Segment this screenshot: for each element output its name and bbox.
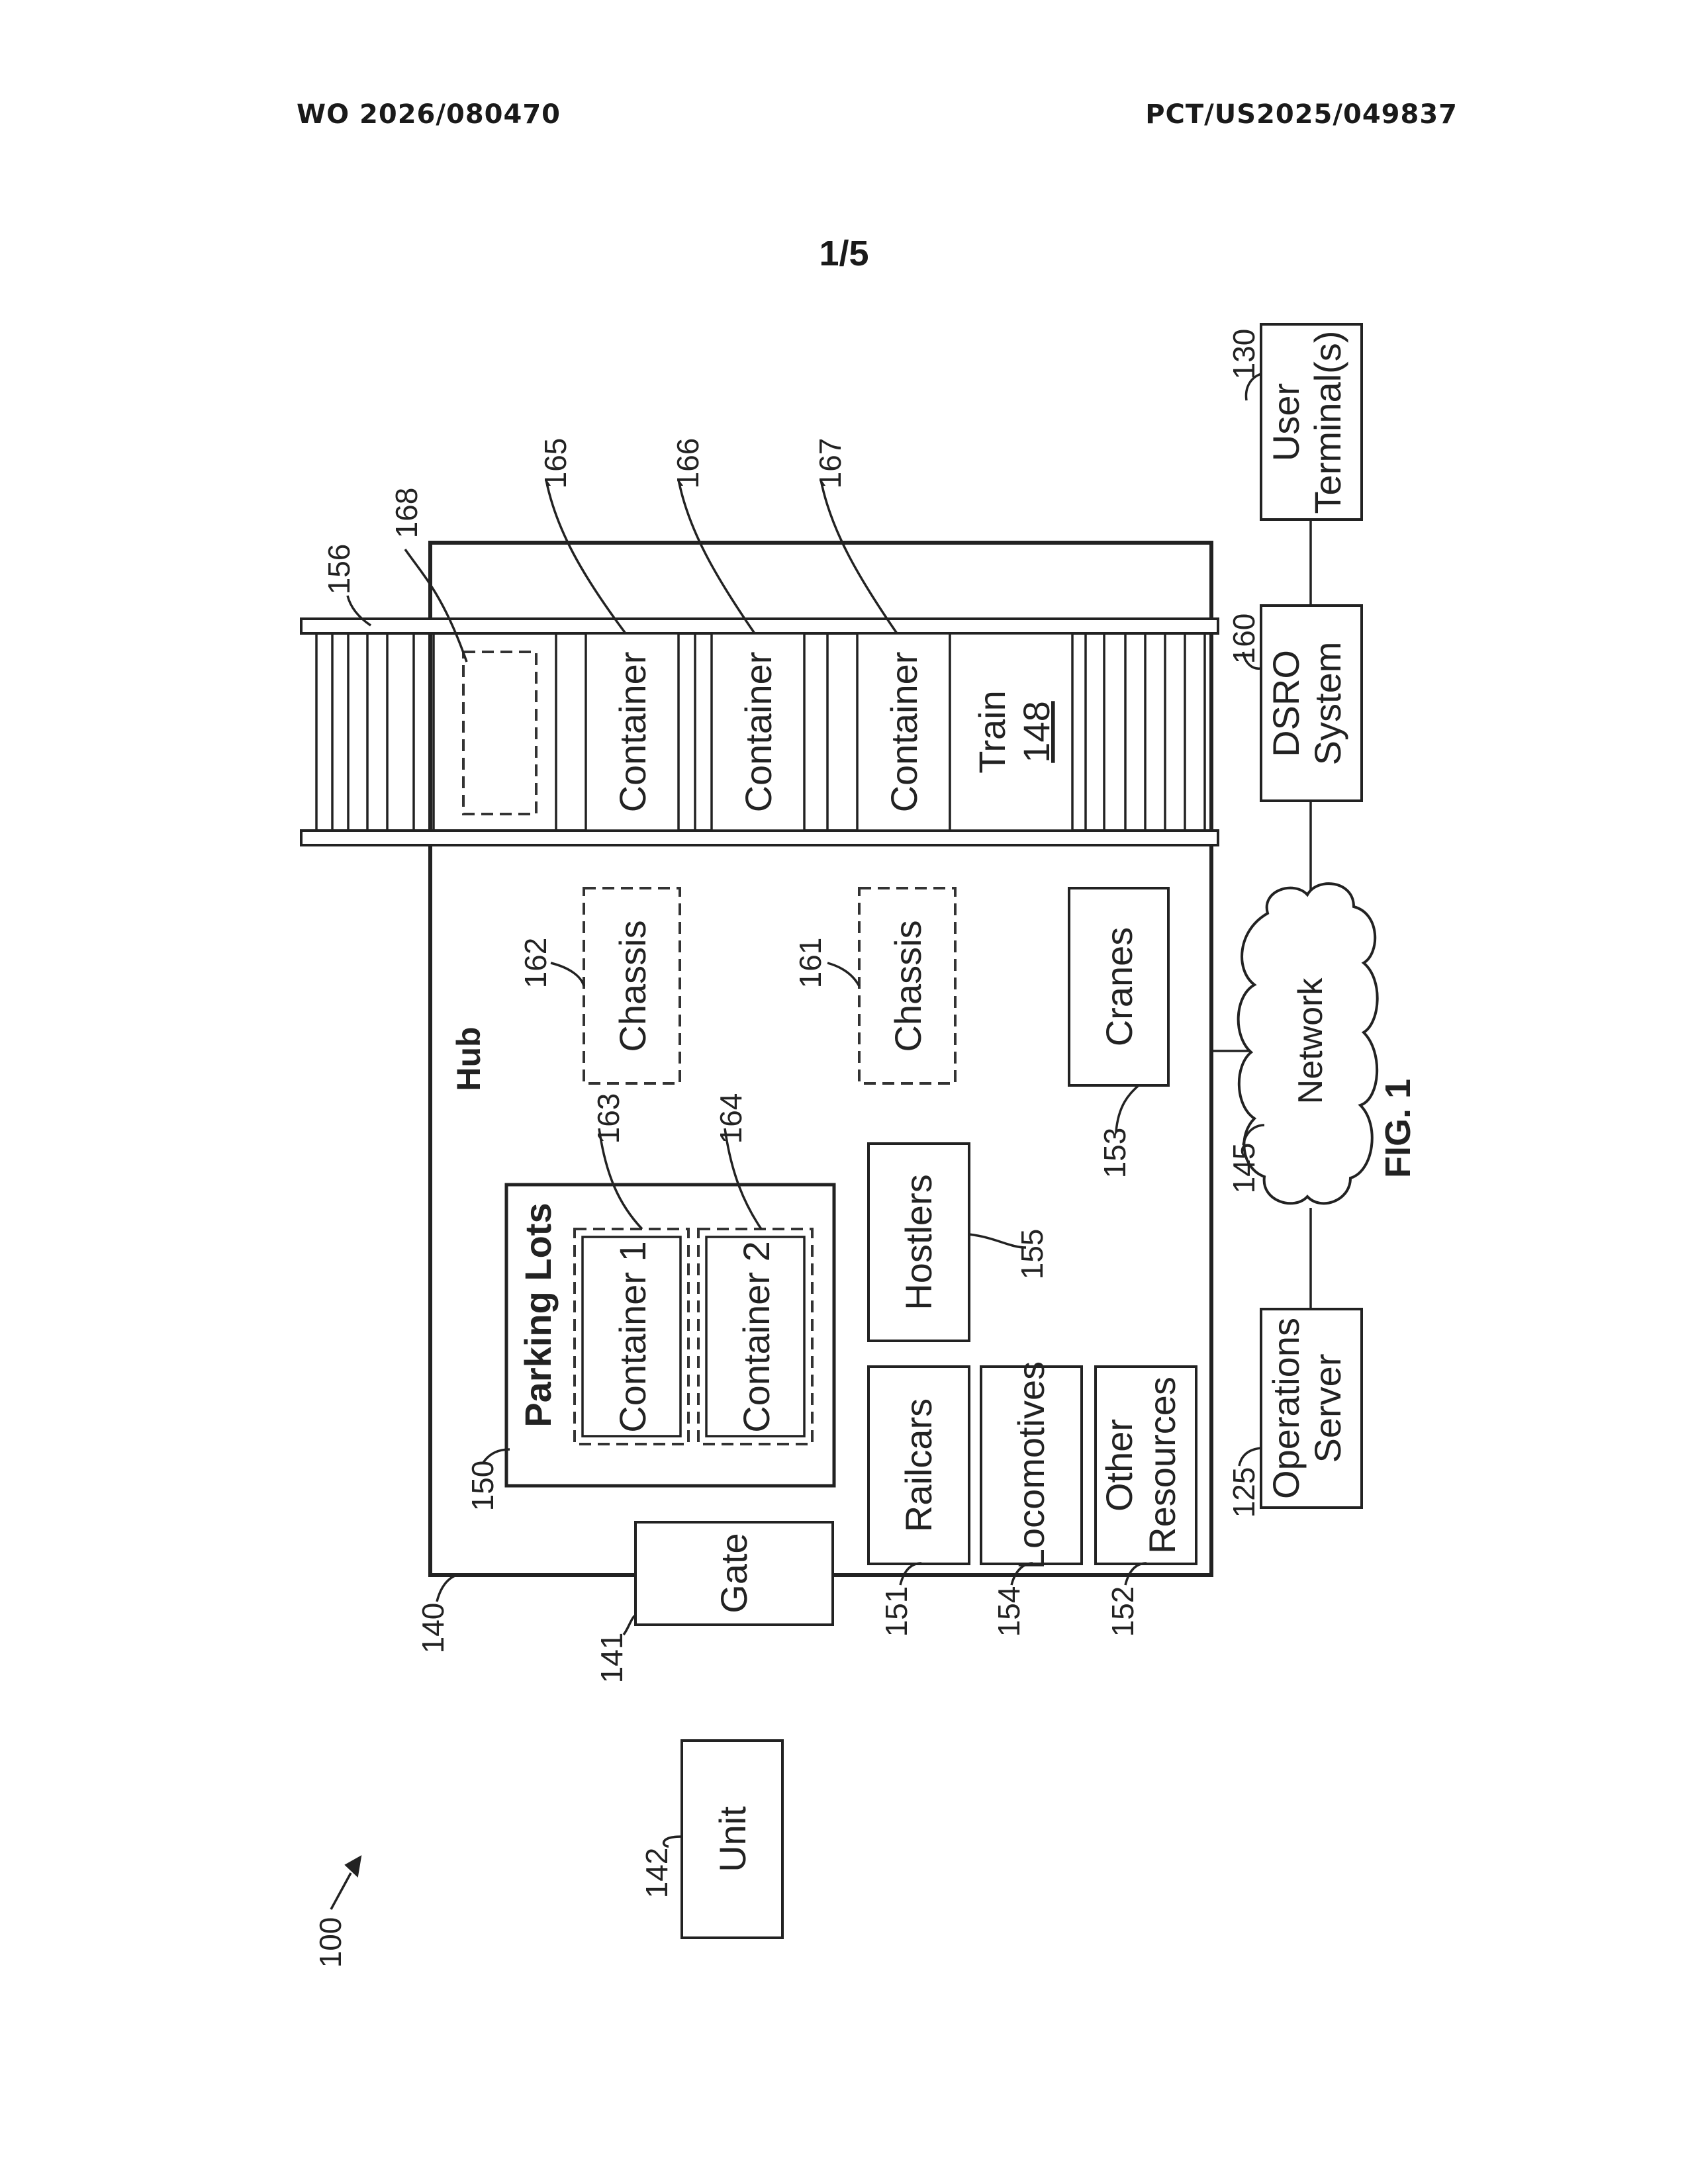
ref-154: 154 [992, 1586, 1026, 1637]
parking-lots-title: Parking Lots [517, 1203, 559, 1427]
hostlers-label: Hostlers [898, 1174, 939, 1310]
operations-server-label-1: Operations [1265, 1318, 1307, 1499]
gate-label: Gate [713, 1533, 755, 1613]
network-label: Network [1291, 978, 1330, 1105]
dsro-system-label-2: System [1307, 642, 1348, 766]
operations-server-label-2: Server [1307, 1354, 1348, 1463]
chassis-161-label: Chassis [887, 920, 929, 1052]
other-resources-label-1: Other [1098, 1419, 1140, 1512]
locomotives-label: Locomotives [1010, 1361, 1052, 1569]
ref-166: 166 [671, 438, 705, 489]
ref-164: 164 [714, 1093, 748, 1144]
ref-163: 163 [591, 1093, 626, 1144]
ref-153: 153 [1098, 1128, 1132, 1179]
train-container-166-label: Container [737, 652, 779, 813]
ref-152: 152 [1105, 1586, 1140, 1637]
container-2-label: Container 2 [735, 1241, 777, 1433]
ref-150: 150 [465, 1461, 500, 1512]
ref-156: 156 [322, 544, 356, 595]
unit-label: Unit [712, 1806, 753, 1872]
train-label: Train [971, 690, 1013, 774]
ref-100: 100 [313, 1917, 348, 1968]
train-ref: 148 [1015, 701, 1057, 762]
hub-title: Hub [450, 1026, 487, 1091]
cranes-label: Cranes [1098, 927, 1140, 1047]
ref-145: 145 [1227, 1143, 1261, 1194]
figure-caption: FIG. 1 [1378, 1079, 1418, 1178]
ref-140: 140 [416, 1603, 450, 1654]
ref-160: 160 [1227, 614, 1261, 664]
ref-130: 130 [1227, 329, 1261, 380]
ref-165: 165 [538, 438, 573, 489]
other-resources-label-2: Resources [1141, 1377, 1183, 1554]
container-1-label: Container 1 [612, 1241, 653, 1433]
user-terminals-label-1: User [1265, 383, 1307, 461]
dsro-system-label-1: DSRO [1265, 650, 1307, 757]
railcars-label: Railcars [898, 1398, 939, 1532]
ref-151: 151 [879, 1586, 914, 1637]
ref-167: 167 [813, 438, 847, 489]
ref-162: 162 [518, 938, 553, 989]
ref-142: 142 [639, 1848, 674, 1899]
user-terminals-label-2: Terminal(s) [1307, 331, 1348, 514]
train-container-165-label: Container [612, 652, 653, 813]
train-container-167-label: Container [883, 652, 925, 813]
ref-155: 155 [1015, 1229, 1049, 1280]
chassis-162-label: Chassis [612, 920, 653, 1052]
ref-168: 168 [389, 488, 424, 539]
ref-125: 125 [1227, 1467, 1261, 1518]
ref-141: 141 [594, 1633, 629, 1684]
ref-161: 161 [793, 938, 827, 989]
